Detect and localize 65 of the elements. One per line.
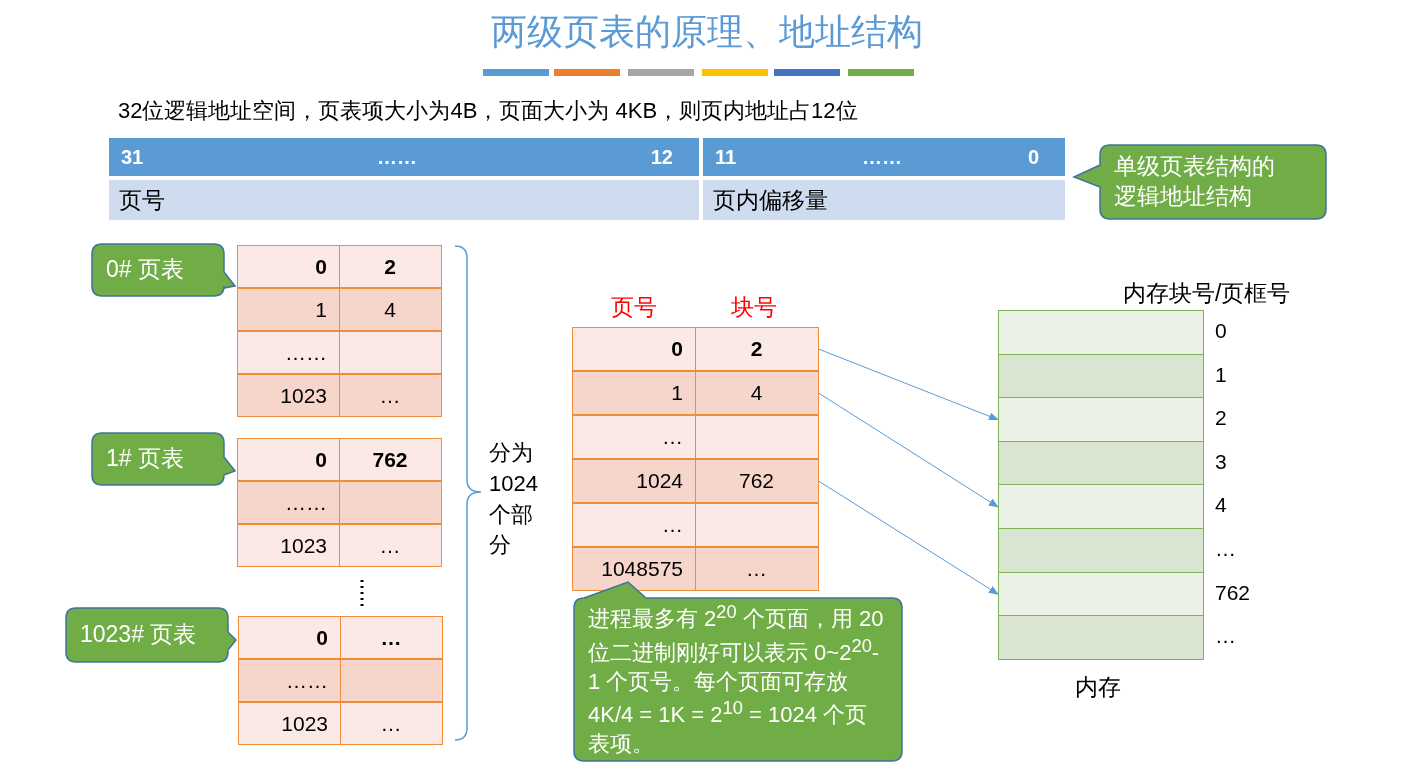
table-cell: 4 bbox=[694, 371, 819, 415]
bit-index: …… bbox=[862, 145, 902, 169]
table-cell bbox=[338, 331, 442, 374]
table-cell bbox=[694, 503, 819, 547]
bit-field-bar bbox=[702, 137, 1066, 177]
table-cell: 0 bbox=[237, 245, 340, 288]
table-cell: 4 bbox=[338, 288, 442, 331]
table-cell: … bbox=[338, 374, 442, 417]
brace-label: 分为1024个部分 bbox=[489, 439, 539, 560]
bit-index: …… bbox=[377, 145, 417, 169]
speech-bubble: 1023# 页表 bbox=[64, 606, 237, 664]
table-cell: 1 bbox=[572, 371, 696, 415]
table-cell: 1023 bbox=[237, 374, 340, 417]
arrow bbox=[818, 348, 999, 421]
speech-bubble: 单级页表结构的逻辑地址结构 bbox=[1074, 143, 1330, 221]
table-cell: …… bbox=[237, 331, 340, 374]
table-cell: 0 bbox=[572, 327, 696, 371]
table-cell: … bbox=[694, 547, 819, 591]
bit-field-bar bbox=[108, 137, 700, 177]
bit-index: 31 bbox=[121, 145, 144, 169]
table-cell: … bbox=[572, 503, 696, 547]
arrow bbox=[818, 480, 999, 595]
caption-text: 内存 bbox=[1075, 673, 1121, 702]
field-name-cell: 页内偏移量 bbox=[702, 179, 1066, 221]
table-cell: … bbox=[339, 702, 443, 745]
frame-number: 762 bbox=[1215, 580, 1251, 605]
table-cell bbox=[339, 659, 443, 702]
table-cell: 762 bbox=[694, 459, 819, 503]
table-cell: 1048575 bbox=[572, 547, 696, 591]
bit-index: 11 bbox=[715, 145, 737, 169]
bit-index: 0 bbox=[1027, 145, 1039, 169]
bit-index: 12 bbox=[650, 145, 673, 169]
frame-number: … bbox=[1215, 624, 1236, 649]
description-text: 32位逻辑地址空间，页表项大小为4B，页面大小为 4KB，则页内地址占12位 bbox=[118, 97, 858, 125]
slide-title: 两级页表的原理、地址结构 bbox=[491, 11, 923, 52]
table-cell: 2 bbox=[694, 327, 819, 371]
field-name-cell: 页号 bbox=[108, 179, 700, 221]
column-header: 块号 bbox=[731, 293, 777, 322]
table-cell: 1 bbox=[237, 288, 340, 331]
table-cell: …… bbox=[237, 481, 340, 524]
arrow bbox=[818, 392, 999, 508]
speech-bubble: 0# 页表 bbox=[90, 242, 236, 300]
column-header: 内存块号/页框号 bbox=[1123, 279, 1291, 308]
speech-bubble: 进程最多有 2$^{20}$ 个页面，用 20 位二进制刚好可以表示 0~2$^{20}$-1 个页号。每个页面可存放 4K/4 = 1K = 2$^{10}$ = 1024 个页表项。 bbox=[572, 581, 904, 763]
table-cell: 1023 bbox=[238, 702, 341, 745]
frame-number: 4 bbox=[1215, 493, 1227, 518]
table-cell: 762 bbox=[338, 438, 442, 481]
table-cell: 2 bbox=[338, 245, 442, 288]
frame-number: 1 bbox=[1215, 362, 1227, 387]
frame-number: 0 bbox=[1215, 319, 1227, 343]
table-cell: 0 bbox=[238, 616, 341, 659]
table-cell: 0 bbox=[237, 438, 340, 481]
table-cell: 1024 bbox=[572, 459, 696, 503]
table-cell: … bbox=[572, 415, 696, 459]
table-cell: 1023 bbox=[237, 524, 340, 567]
table-cell: … bbox=[338, 524, 442, 567]
frame-number: 3 bbox=[1215, 449, 1227, 474]
speech-bubble: 1# 页表 bbox=[90, 431, 236, 487]
frame-number: … bbox=[1215, 537, 1236, 561]
table-cell bbox=[694, 415, 819, 459]
table-cell: …… bbox=[238, 659, 341, 702]
table-cell bbox=[338, 481, 442, 524]
frame-number: 2 bbox=[1215, 406, 1227, 431]
column-header: 页号 bbox=[611, 293, 657, 322]
table-cell: … bbox=[339, 616, 443, 659]
